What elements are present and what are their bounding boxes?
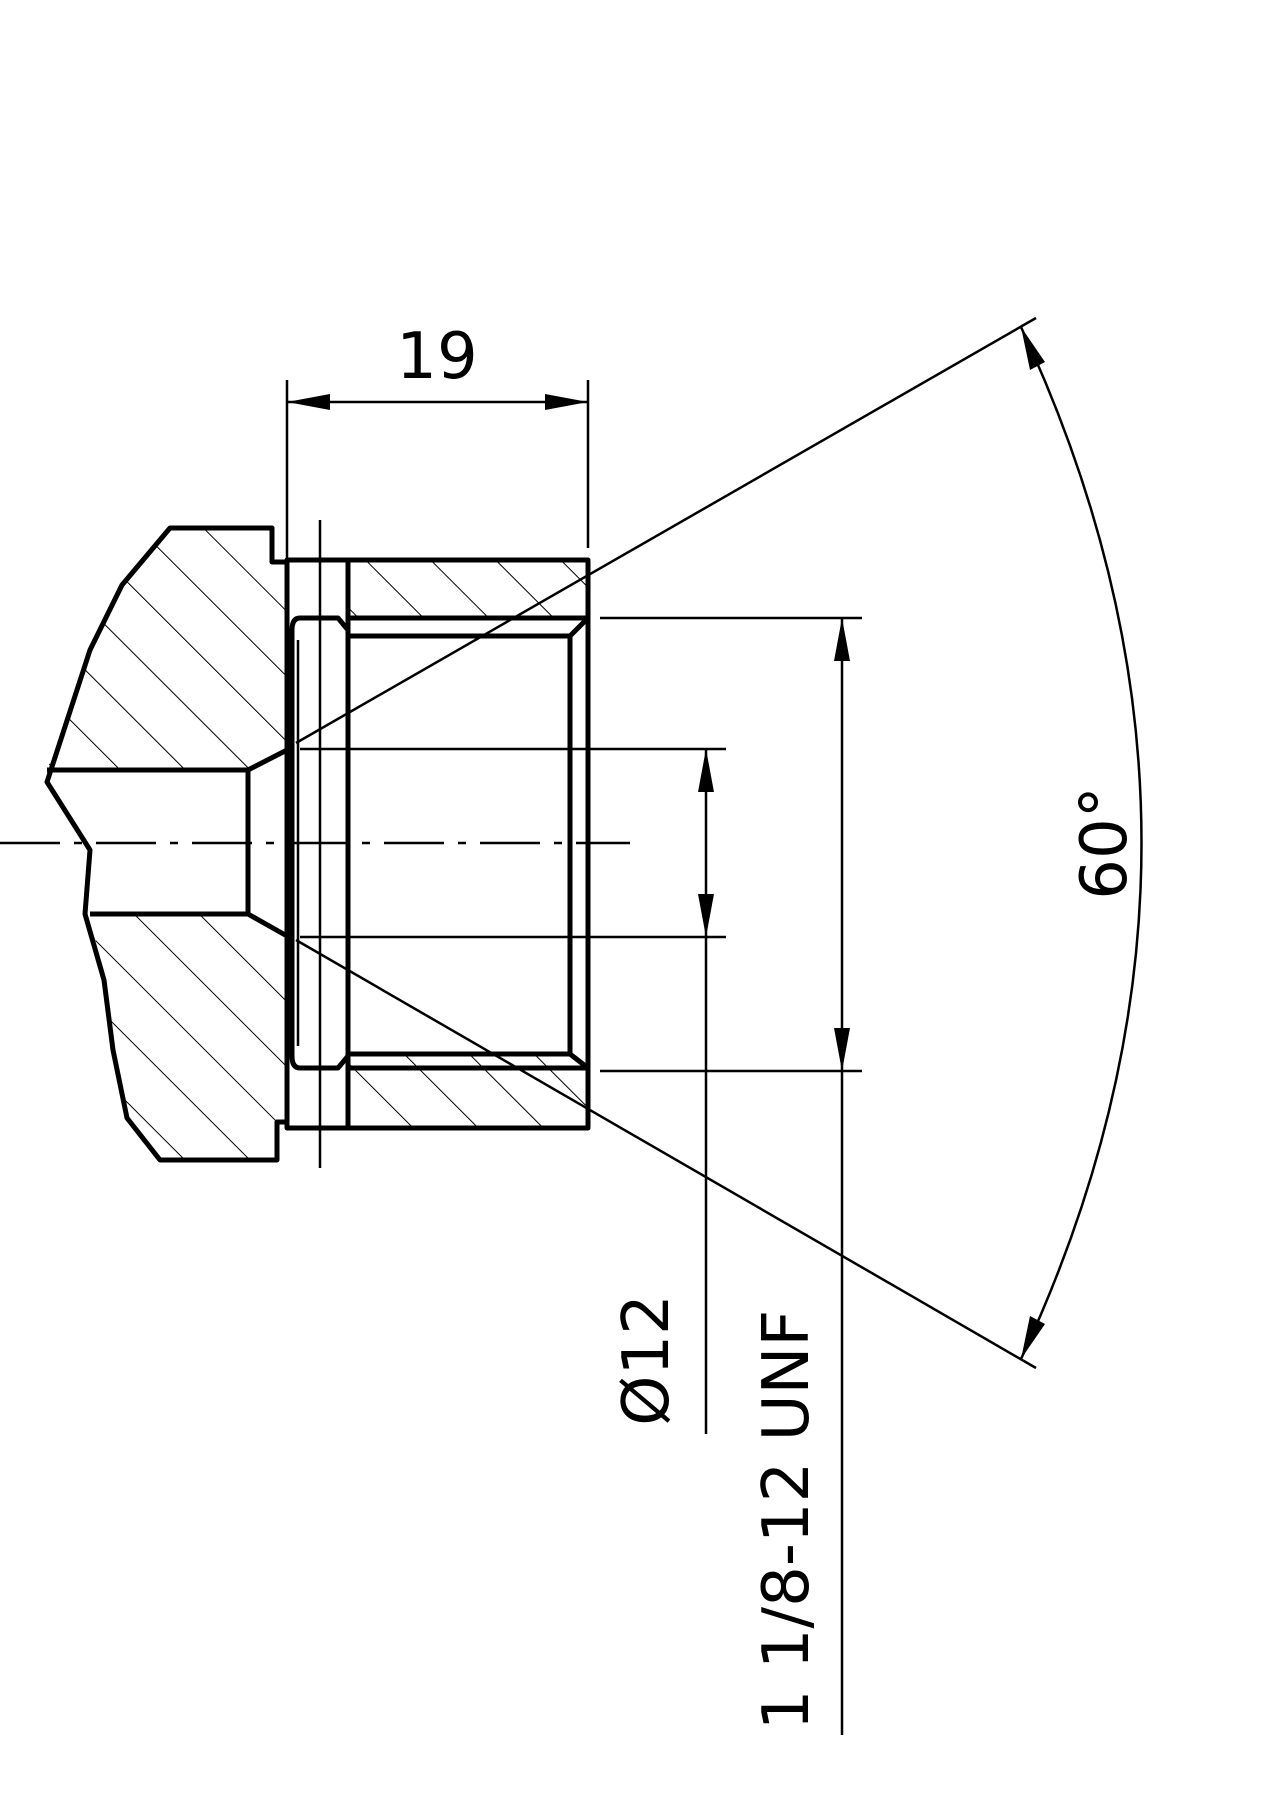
nut-outline-upper <box>44 525 287 1163</box>
dimension-lines <box>287 326 1143 1735</box>
arrow-angle-top <box>1021 327 1045 370</box>
length-dimension-label: 19 <box>396 320 477 394</box>
hatch-nut-upper <box>47 528 287 770</box>
thread-chamfer-bottom <box>568 1052 590 1070</box>
arrow-length-left <box>287 394 330 410</box>
hatch-nut-lower <box>90 914 287 1160</box>
arrow-bore-top <box>698 749 714 792</box>
construction-lines <box>0 316 1037 1370</box>
dimension-arrows <box>287 327 1045 1359</box>
arrow-bore-bottom <box>698 894 714 937</box>
arrow-angle-bottom <box>1021 1316 1045 1359</box>
angle-dim-arc <box>1019 326 1143 1360</box>
nut-chamfer-bottom <box>246 911 289 939</box>
thread-chamfer-top <box>568 616 590 638</box>
arrow-thread-top <box>834 618 850 661</box>
cone-line-upper <box>295 316 1037 745</box>
hatch-sleeve-lower <box>348 1054 588 1128</box>
cone-angle-label: 60° <box>1068 786 1142 899</box>
arrow-length-right <box>545 394 588 410</box>
cone-line-lower <box>295 938 1037 1370</box>
hatch-sleeve-upper <box>348 560 588 618</box>
bore-diameter-label: Ø12 <box>610 1294 684 1426</box>
arrow-thread-bottom <box>834 1028 850 1071</box>
hatched-sections <box>47 528 588 1160</box>
nut-chamfer-top <box>246 747 289 773</box>
thread-spec-label: 1 1/8-12 UNF <box>750 1310 824 1730</box>
